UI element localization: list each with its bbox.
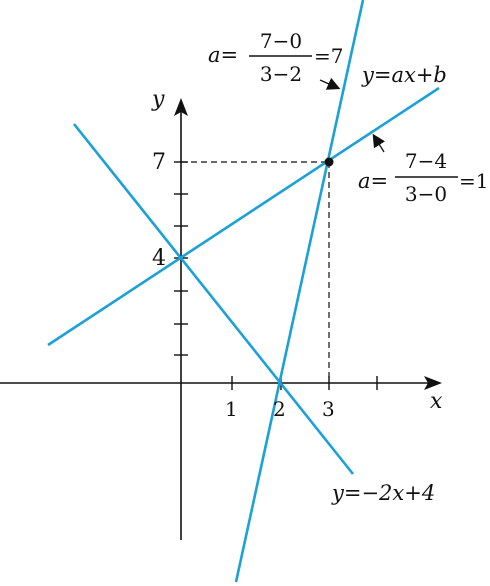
x-tick-label-1: 1 bbox=[225, 397, 238, 421]
slope-steep-prefix: a= bbox=[208, 43, 238, 67]
slope-rising-denominator: 3−0 bbox=[405, 182, 447, 206]
y-tick-label-7: 7 bbox=[152, 150, 166, 175]
x-tick-label-2: 2 bbox=[273, 397, 286, 421]
equation-steep: y=ax+b bbox=[361, 63, 447, 87]
slope-steep-result: =7 bbox=[314, 44, 343, 68]
y-tick-label-4: 4 bbox=[152, 246, 166, 271]
pointer-rising bbox=[372, 133, 386, 153]
slope-steep-denominator: 3−2 bbox=[260, 62, 302, 86]
x-axis-arrow bbox=[424, 376, 442, 390]
y-axis-label: y bbox=[151, 87, 165, 112]
line-falling bbox=[72, 123, 355, 475]
y-axis-arrow bbox=[174, 98, 188, 116]
slope-rising-numerator: 7−4 bbox=[405, 149, 447, 173]
slope-steep-numerator: 7−0 bbox=[260, 29, 302, 53]
pointer-steep bbox=[319, 77, 341, 90]
line-rising bbox=[47, 86, 440, 347]
point-3-7 bbox=[324, 157, 334, 167]
equation-falling: y=−2x+4 bbox=[331, 481, 435, 505]
x-axis-label: x bbox=[430, 389, 443, 414]
x-tick-label-3: 3 bbox=[322, 397, 335, 421]
slope-rising-result: =1 bbox=[459, 169, 488, 193]
line-steep bbox=[234, 0, 365, 583]
slope-rising-prefix: a= bbox=[358, 169, 388, 193]
